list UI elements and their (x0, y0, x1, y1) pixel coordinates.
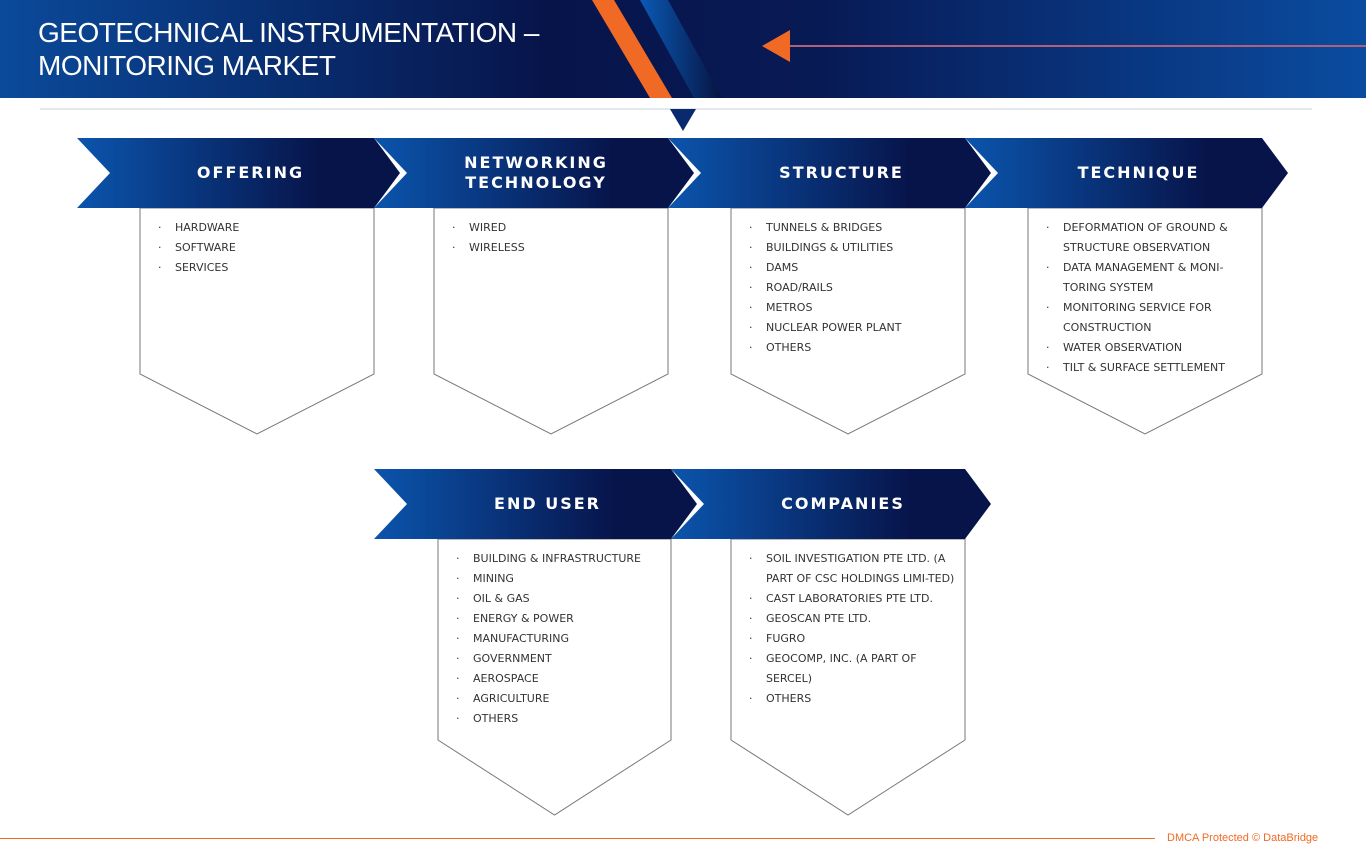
list-item: CAST LABORATORIES PTE LTD. (749, 589, 957, 609)
list-item: DEFORMATION OF GROUND & STRUCTURE OBSERV… (1046, 218, 1254, 258)
list-item: AGRICULTURE (456, 689, 663, 709)
down-pointer-icon (670, 109, 696, 131)
list-item: DATA MANAGEMENT & MONI-TORING SYSTEM (1046, 258, 1254, 298)
orange-stripe (592, 0, 672, 98)
segment-items: HARDWARESOFTWARESERVICES (158, 218, 366, 278)
list-item: GEOSCAN PTE LTD. (749, 609, 957, 629)
footer-copyright: DMCA Protected © DataBridge (1167, 832, 1319, 844)
list-item: AEROSPACE (456, 669, 663, 689)
list-item: GOVERNMENT (456, 649, 663, 669)
chevron-5 (671, 469, 991, 539)
diagram (40, 108, 1312, 816)
segment-items: DEFORMATION OF GROUND & STRUCTURE OBSERV… (1046, 218, 1254, 378)
list-item: OTHERS (456, 709, 663, 729)
list-item: SOIL INVESTIGATION PTE LTD. (A PART OF C… (749, 549, 957, 589)
title-line-1: GEOTECHNICAL INSTRUMENTATION – (38, 17, 539, 48)
list-item: METROS (749, 298, 957, 318)
list-item: WIRELESS (452, 238, 660, 258)
list-item: TILT & SURFACE SETTLEMENT (1046, 358, 1254, 378)
chevron-0 (77, 138, 400, 208)
list-item: OIL & GAS (456, 589, 663, 609)
segment-title: OFFERING (196, 163, 305, 182)
arrow-left-icon (762, 30, 790, 62)
segment-items: TUNNELS & BRIDGESBUILDINGS & UTILITIESDA… (749, 218, 957, 358)
chevron-1 (374, 138, 694, 208)
header-decoration (592, 0, 1366, 98)
segment-title: END USER (494, 494, 601, 513)
segment-items: SOIL INVESTIGATION PTE LTD. (A PART OF C… (749, 549, 957, 709)
list-item: DAMS (749, 258, 957, 278)
chevron-2 (668, 138, 991, 208)
footer-line (0, 838, 1155, 839)
segment-title: TECHNIQUE (1077, 163, 1200, 182)
segment-items: BUILDING & INFRASTRUCTUREMININGOIL & GAS… (456, 549, 663, 729)
segment-title: NETWORKING TECHNOLOGY (464, 153, 608, 192)
list-item: GEOCOMP, INC. (A PART OF SERCEL) (749, 649, 957, 689)
list-item: SOFTWARE (158, 238, 366, 258)
list-item: WIRED (452, 218, 660, 238)
header-banner: GEOTECHNICAL INSTRUMENTATION – MONITORIN… (0, 0, 1366, 98)
list-item: NUCLEAR POWER PLANT (749, 318, 957, 338)
list-item: HARDWARE (158, 218, 366, 238)
segment-title: STRUCTURE (779, 163, 904, 182)
list-item: OTHERS (749, 689, 957, 709)
title-line-2: MONITORING MARKET (38, 50, 336, 81)
chevron-3 (965, 138, 1288, 208)
list-item: MONITORING SERVICE FOR CONSTRUCTION (1046, 298, 1254, 338)
list-item: BUILDING & INFRASTRUCTURE (456, 549, 663, 569)
list-item: WATER OBSERVATION (1046, 338, 1254, 358)
segment-items: WIREDWIRELESS (452, 218, 660, 258)
blue-stripe (640, 0, 722, 98)
chevron-4 (374, 469, 697, 539)
list-item: MANUFACTURING (456, 629, 663, 649)
list-item: ENERGY & POWER (456, 609, 663, 629)
page-title: GEOTECHNICAL INSTRUMENTATION – MONITORIN… (38, 16, 539, 82)
list-item: TUNNELS & BRIDGES (749, 218, 957, 238)
list-item: ROAD/RAILS (749, 278, 957, 298)
list-item: BUILDINGS & UTILITIES (749, 238, 957, 258)
segment-title: COMPANIES (781, 494, 905, 513)
list-item: MINING (456, 569, 663, 589)
list-item: SERVICES (158, 258, 366, 278)
list-item: FUGRO (749, 629, 957, 649)
list-item: OTHERS (749, 338, 957, 358)
